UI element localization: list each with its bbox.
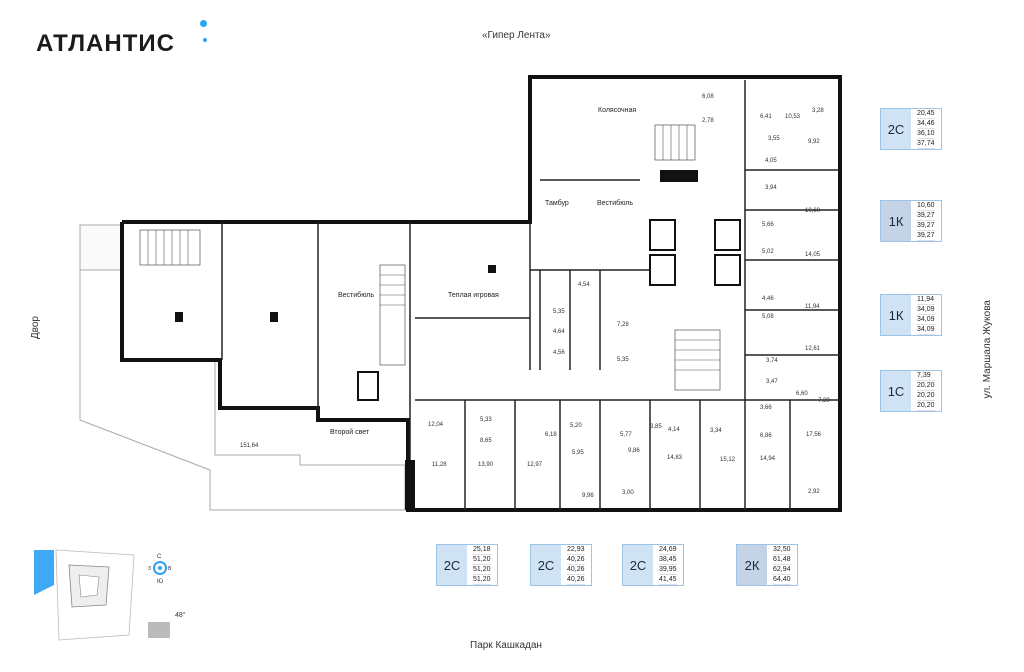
svg-text:4,54: 4,54 (578, 282, 590, 288)
room-label-vestibul1: Вестибюль (597, 199, 633, 207)
terrace-outline (79, 224, 406, 511)
svg-text:14,83: 14,83 (667, 455, 683, 461)
logo-dot-icon (203, 38, 207, 42)
card-1c[interactable]: 1С 7,39 20,20 20,20 20,20 (880, 370, 942, 412)
svg-text:9,92: 9,92 (808, 139, 820, 145)
svg-text:5,08: 5,08 (762, 314, 774, 320)
street-top: «Гипер Лента» (482, 30, 551, 41)
columns (175, 170, 698, 510)
svg-text:2,92: 2,92 (808, 489, 820, 495)
card-1k-b[interactable]: 1К 11,94 34,09 34,09 34,09 (880, 294, 942, 336)
svg-text:3,85: 3,85 (650, 424, 662, 430)
svg-text:3,28: 3,28 (812, 108, 824, 114)
site-minimap (34, 549, 135, 641)
svg-text:В: В (168, 566, 172, 572)
svg-text:12,04: 12,04 (428, 422, 444, 428)
elevators (357, 219, 741, 401)
card-type: 2С (437, 545, 467, 585)
terrace-area: 151,64 (240, 443, 259, 449)
svg-text:5,95: 5,95 (572, 450, 584, 456)
svg-text:Ю: Ю (157, 579, 163, 585)
svg-text:5,35: 5,35 (553, 309, 565, 315)
card-type: 1К (881, 201, 911, 241)
svg-text:3,00: 3,00 (622, 490, 634, 496)
svg-text:17,56: 17,56 (806, 432, 822, 438)
svg-text:2,78: 2,78 (702, 118, 714, 124)
room-label-vestibul2: Вестибюль (338, 291, 374, 299)
svg-text:7,28: 7,28 (617, 322, 629, 328)
svg-text:6,41: 6,41 (760, 114, 772, 120)
svg-text:14,94: 14,94 (760, 456, 776, 462)
card-type: 2С (881, 109, 911, 149)
compass-icon: С З В Ю (148, 554, 172, 585)
svg-text:11,94: 11,94 (805, 304, 820, 310)
svg-text:4,64: 4,64 (553, 329, 565, 335)
svg-text:10,53: 10,53 (785, 114, 801, 120)
room-label-kolyaso: Колясочная (598, 107, 636, 114)
card-2c-right[interactable]: 2С 20,45 34,46 36,10 37,74 (880, 108, 942, 150)
svg-text:4,14: 4,14 (668, 427, 680, 433)
svg-text:6,08: 6,08 (702, 94, 714, 100)
svg-text:13,90: 13,90 (478, 462, 494, 468)
svg-text:С: С (157, 554, 162, 560)
svg-text:9,86: 9,86 (628, 448, 640, 454)
svg-text:5,66: 5,66 (762, 222, 774, 228)
svg-text:7,39: 7,39 (818, 398, 830, 404)
card-type: 2С (531, 545, 561, 585)
svg-text:6,60: 6,60 (796, 391, 808, 397)
brand-logo: АТЛАНТИС (36, 30, 175, 57)
stairs (139, 124, 721, 391)
area-labels: 6,08 6,41 10,53 3,28 2,78 3,55 9,92 4,05… (428, 94, 830, 499)
card-bottom-4[interactable]: 2К 32,50 61,48 62,94 64,40 (736, 544, 798, 586)
svg-text:3,94: 3,94 (765, 185, 777, 191)
svg-text:14,05: 14,05 (805, 252, 821, 258)
svg-text:11,28: 11,28 (432, 462, 447, 468)
logo-dot-icon (200, 20, 207, 27)
svg-text:4,05: 4,05 (765, 158, 777, 164)
card-1k-a[interactable]: 1К 10,60 39,27 39,27 39,27 (880, 200, 942, 242)
plot-marker (148, 622, 170, 638)
svg-text:3,74: 3,74 (766, 358, 778, 364)
card-type: 2С (623, 545, 653, 585)
card-type: 2К (737, 545, 767, 585)
svg-text:5,20: 5,20 (570, 423, 582, 429)
svg-text:3,55: 3,55 (768, 136, 780, 142)
room-label-igrovaya: Теплая игровая (448, 292, 499, 299)
angle-label: 48° (175, 612, 186, 619)
svg-text:10,60: 10,60 (805, 208, 821, 214)
svg-text:6,18: 6,18 (545, 432, 557, 438)
svg-text:4,46: 4,46 (762, 296, 774, 302)
water-area (34, 550, 54, 595)
svg-text:9,96: 9,96 (582, 493, 594, 499)
svg-text:5,77: 5,77 (620, 432, 632, 438)
svg-text:12,61: 12,61 (805, 346, 821, 352)
svg-text:3,34: 3,34 (710, 428, 722, 434)
svg-text:12,97: 12,97 (527, 462, 543, 468)
card-bottom-1[interactable]: 2С 25,18 51,20 51,20 51,20 (436, 544, 498, 586)
room-label-tambur: Тамбур (545, 199, 569, 207)
svg-text:15,12: 15,12 (720, 457, 736, 463)
svg-text:4,56: 4,56 (553, 350, 565, 356)
svg-text:3,66: 3,66 (760, 405, 772, 411)
card-type: 1К (881, 295, 911, 335)
svg-text:5,02: 5,02 (762, 249, 774, 255)
street-bottom: Парк Кашкадан (470, 640, 542, 651)
card-bottom-2[interactable]: 2С 22,93 40,26 40,26 40,26 (530, 544, 592, 586)
svg-text:5,33: 5,33 (480, 417, 492, 423)
svg-text:З: З (148, 566, 151, 572)
svg-text:5,35: 5,35 (617, 357, 629, 363)
card-type: 1С (881, 371, 911, 411)
svg-text:6,86: 6,86 (760, 433, 772, 439)
room-label-svet: Второй свет (330, 428, 370, 436)
outer-walls (120, 75, 842, 512)
card-bottom-3[interactable]: 2С 24,69 38,45 39,95 41,45 (622, 544, 684, 586)
svg-text:8,65: 8,65 (480, 438, 492, 444)
svg-text:3,47: 3,47 (766, 379, 778, 385)
